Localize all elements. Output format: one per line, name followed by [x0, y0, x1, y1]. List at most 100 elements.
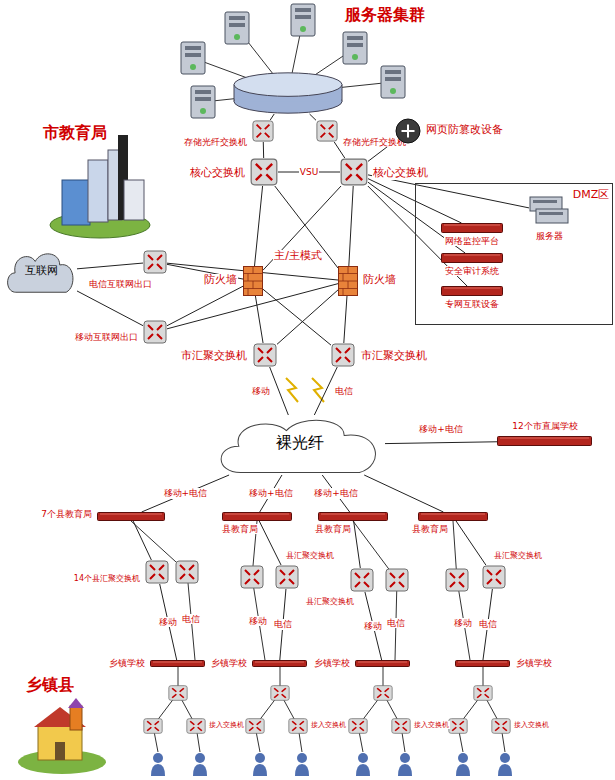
- switch-node: 接入交换机: [391, 718, 411, 734]
- lightning-symbol: [286, 378, 324, 402]
- switch-node-shape: [482, 565, 506, 589]
- network-link: [354, 521, 361, 568]
- device-bar: 乡镇学校: [252, 660, 307, 667]
- switch-node-shape: [143, 320, 167, 344]
- network-link: [344, 296, 347, 343]
- device-bar-shape: [498, 437, 592, 446]
- switch-node-shape: [316, 120, 338, 142]
- link-label: 移动: [158, 617, 178, 627]
- device-bar-shape: [358, 662, 407, 663]
- village-building: [55, 742, 65, 760]
- network-link: [349, 186, 353, 266]
- switch-node-shape: [186, 718, 206, 734]
- node-label: 乡镇学校: [515, 658, 553, 668]
- switch-node-shape: [252, 120, 274, 142]
- free-label: 电信: [386, 618, 406, 628]
- switch-node-shape: [145, 560, 169, 584]
- router-node-shape: [395, 118, 421, 144]
- device-bar-shape: [419, 513, 488, 521]
- device-bar-shape: [458, 662, 507, 663]
- device-bar-shape: [223, 513, 292, 521]
- free-label: 主/主模式: [273, 250, 323, 263]
- free-label: 乡镇县: [25, 676, 75, 694]
- device-bar-shape: [442, 287, 503, 296]
- switch-node-shape: [251, 159, 277, 185]
- user-icon: [398, 753, 412, 776]
- switch-icon: [349, 719, 367, 734]
- switch-node: 接入交换机: [491, 718, 511, 734]
- network-link: [255, 296, 263, 343]
- node-label: 县汇聚交换机: [305, 597, 355, 606]
- switch-icon: [176, 561, 198, 583]
- switch-icon: [246, 719, 264, 734]
- storage-cylinder: 服务器集群: [233, 72, 343, 114]
- server-node-shape: [536, 209, 568, 223]
- node-label: 核心交换机: [372, 167, 429, 180]
- user-icon: [193, 753, 207, 776]
- switch-node-shape: [146, 561, 168, 583]
- switch-node: 接入交换机: [186, 718, 206, 734]
- link-label: 电信: [478, 619, 498, 629]
- link-label: 电信: [334, 386, 354, 396]
- switch-node: 存储光纤交换机: [252, 120, 274, 142]
- server-icon: [181, 42, 205, 74]
- device-bar-shape: [150, 660, 205, 667]
- device-bar-shape: [153, 662, 202, 663]
- free-label: 移动: [248, 616, 268, 626]
- switch-icon: [144, 561, 492, 733]
- server-icon: [225, 12, 249, 44]
- network-link: [255, 186, 263, 266]
- node-label: 12个市直属学校: [511, 421, 578, 431]
- network-link: [277, 290, 338, 344]
- network-link: [368, 175, 529, 208]
- device-bar-shape: [444, 288, 500, 289]
- city-building: [124, 180, 144, 220]
- node-label: 存储光纤交换机: [183, 137, 248, 147]
- switch-node: 接入交换机: [288, 718, 308, 734]
- switch-node-shape: [275, 565, 299, 589]
- lightning-symbol: [286, 378, 298, 402]
- router-node-shape: [396, 119, 420, 143]
- switch-node: 核心交换机: [250, 158, 278, 186]
- free-label: 电信: [181, 614, 201, 624]
- server-node-shape: [533, 200, 557, 203]
- user-icon: [498, 753, 512, 776]
- free-label: 市教育局: [42, 124, 108, 142]
- network-link: [364, 475, 443, 512]
- switch-node-shape: [340, 158, 368, 186]
- node-label: 网页防篡改设备: [425, 124, 504, 137]
- switch-node: 存储光纤交换机: [316, 120, 338, 142]
- switch-node-shape: [288, 718, 308, 734]
- link-label: VSU: [299, 167, 319, 177]
- node-label: 接入交换机: [310, 721, 347, 729]
- device-bar-shape: [442, 224, 503, 233]
- switch-node: 县汇聚交换机: [275, 565, 299, 589]
- village-building: [68, 698, 84, 708]
- server-icon: [191, 86, 215, 118]
- free-label: 移动: [453, 618, 473, 628]
- device-bar-shape: [444, 225, 500, 226]
- network-link: [263, 289, 331, 345]
- switch-node-shape: [391, 718, 411, 734]
- device-bar-shape: [442, 254, 503, 263]
- device-bar: 网络监控平台: [441, 223, 503, 233]
- device-bar: 乡镇学校: [150, 660, 205, 667]
- switch-node: 核心交换机: [340, 158, 368, 186]
- device-bar-shape: [252, 660, 307, 667]
- switch-node-shape: [351, 569, 373, 591]
- switch-node-shape: [289, 719, 307, 734]
- link-label: 移动: [251, 386, 271, 396]
- node-label: 专网互联设备: [444, 299, 500, 309]
- node-label: DMZ区: [572, 189, 611, 202]
- node-label: 县汇聚交换机: [493, 551, 543, 560]
- switch-node: 电信互联网出口: [143, 250, 167, 274]
- device-bar: 乡镇学校: [455, 660, 510, 667]
- switch-node: 14个县汇聚交换机: [145, 560, 169, 584]
- firewall-node-shape: [244, 267, 263, 296]
- switch-node: 市汇聚交换机: [253, 343, 277, 367]
- switch-node-shape: [143, 250, 167, 274]
- node-label: 乡镇学校: [313, 658, 351, 668]
- switch-node-shape: [253, 343, 277, 367]
- firewall-node-shape: [243, 266, 263, 296]
- switch-node-shape: [492, 719, 510, 734]
